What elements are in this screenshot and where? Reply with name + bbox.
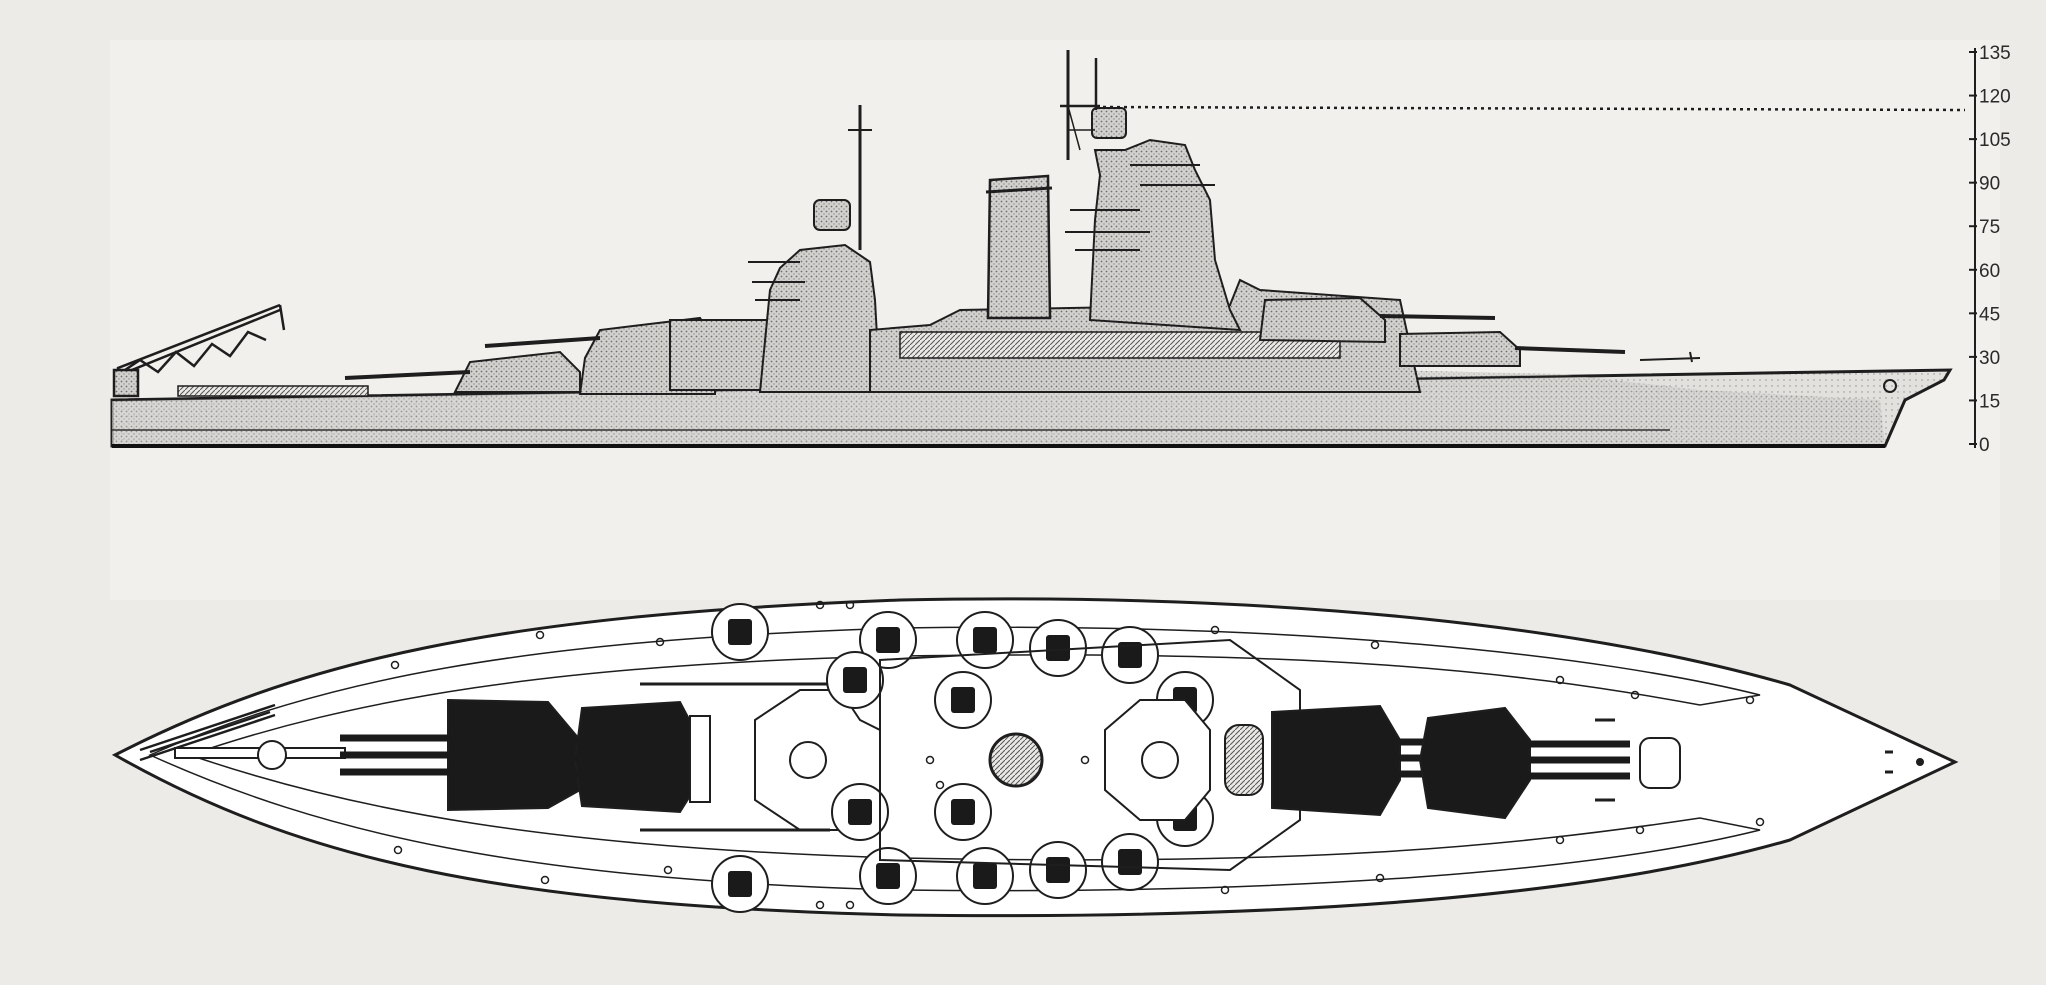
deck-fitting	[663, 865, 673, 875]
aft-director	[813, 199, 851, 231]
secondary-mount-gunhouse	[973, 863, 997, 889]
forward-turret-b	[1258, 296, 1386, 344]
deck-fitting	[390, 660, 400, 670]
forward-turret-a-guns	[1514, 346, 1626, 354]
deck-fitting	[535, 630, 545, 640]
plan-bow-capstan	[1639, 737, 1681, 789]
plan-bow-bitts	[1595, 718, 1893, 802]
secondary-mount-gunhouse	[843, 667, 867, 693]
plan-bridge	[1224, 724, 1264, 796]
deck-fitting	[655, 637, 665, 647]
deck-fitting	[1555, 835, 1565, 845]
deck-fitting	[935, 780, 945, 790]
deck-fitting	[1555, 675, 1565, 685]
mast-rigging	[1067, 105, 1095, 151]
battleship-plan-icon	[111, 597, 1959, 918]
forward-tower	[1088, 138, 1242, 332]
deck-fitting	[393, 845, 403, 855]
bow-fittings	[1639, 351, 1701, 363]
deck-fitting	[845, 600, 855, 610]
scale-tick-label: 90	[1979, 174, 2000, 195]
deck-fitting	[815, 900, 825, 910]
secondary-mount-gunhouse	[728, 619, 752, 645]
height-scale: 135 120 105 90 75 60 45 30 15 0	[1969, 43, 2011, 456]
profile-hull-shade	[112, 368, 1885, 446]
plan-forward-turret-a	[1418, 706, 1630, 820]
forward-director	[1091, 107, 1127, 139]
deck-fitting	[1630, 690, 1640, 700]
plan-aft-turret-y	[470, 700, 711, 814]
aft-turret-x	[453, 350, 581, 393]
scale-ticks: 135 120 105 90 75 60 45 30 15 0	[1969, 43, 2011, 456]
secondary-mount-gunhouse	[951, 799, 975, 825]
deck-fitting	[540, 875, 550, 885]
secondary-mount-gunhouse	[1118, 642, 1142, 668]
secondary-mount-gunhouse	[1046, 635, 1070, 661]
secondary-mount-gunhouse	[973, 627, 997, 653]
aft-platforms	[748, 261, 805, 301]
mast-height-leader	[1095, 105, 1966, 112]
deck-fitting	[1635, 825, 1645, 835]
scale-tick-label: 75	[1979, 217, 2000, 238]
deck-fitting	[925, 755, 935, 765]
plan-aft-director	[789, 741, 827, 779]
funnel-cap	[985, 186, 1053, 194]
plan-funnel	[988, 732, 1044, 788]
forward-turret-a	[1399, 330, 1521, 367]
anchor-hawse	[1883, 379, 1897, 393]
forward-turret-b-guns	[1379, 314, 1496, 320]
deck-fitting	[1370, 640, 1380, 650]
aft-superstructure	[669, 319, 771, 391]
deck-fitting	[1755, 817, 1765, 827]
scale-tick-label: 45	[1979, 304, 2000, 325]
plan-central-superstructure	[879, 638, 1301, 872]
secondary-mount-gunhouse	[728, 871, 752, 897]
deck-fitting	[815, 600, 825, 610]
forward-platforms	[1065, 164, 1215, 251]
secondary-mount-gunhouse	[876, 627, 900, 653]
aft-turret-x-guns	[344, 370, 471, 380]
scale-tick-label: 105	[1979, 130, 2011, 151]
scale-tick-label: 135	[1979, 43, 2011, 64]
deck-fitting	[1080, 755, 1090, 765]
secondary-mount-gunhouse	[1118, 849, 1142, 875]
deck-fitting	[845, 900, 855, 910]
deck-fitting	[1745, 695, 1755, 705]
scale-tick-label: 30	[1979, 348, 2000, 369]
aft-turret-y-guns	[484, 336, 601, 348]
plan-forward-director	[1141, 741, 1179, 779]
secondary-mount-gunhouse	[848, 799, 872, 825]
secondary-mount-gunhouse	[951, 687, 975, 713]
scale-tick-label: 15	[1979, 391, 2000, 412]
funnel	[986, 174, 1052, 320]
battleship-profile-icon	[110, 50, 1966, 448]
plan-jack-staff	[1916, 758, 1924, 766]
scale-tick-label: 120	[1979, 87, 2011, 108]
plan-hatch-aft	[257, 740, 287, 770]
secondary-mounts	[711, 603, 1214, 913]
plan-crane	[139, 703, 276, 762]
crane-icon	[112, 303, 286, 398]
deck-fitting	[1220, 885, 1230, 895]
secondary-mount-gunhouse	[1046, 857, 1070, 883]
aft-catapult	[177, 385, 369, 397]
secondary-mount-gunhouse	[876, 863, 900, 889]
scale-tick-label: 0	[1979, 435, 1990, 456]
deck-fitting	[1210, 625, 1220, 635]
scale-tick-label: 60	[1979, 261, 2000, 282]
deck-fitting	[1375, 873, 1385, 883]
deck-fittings	[390, 600, 1765, 910]
